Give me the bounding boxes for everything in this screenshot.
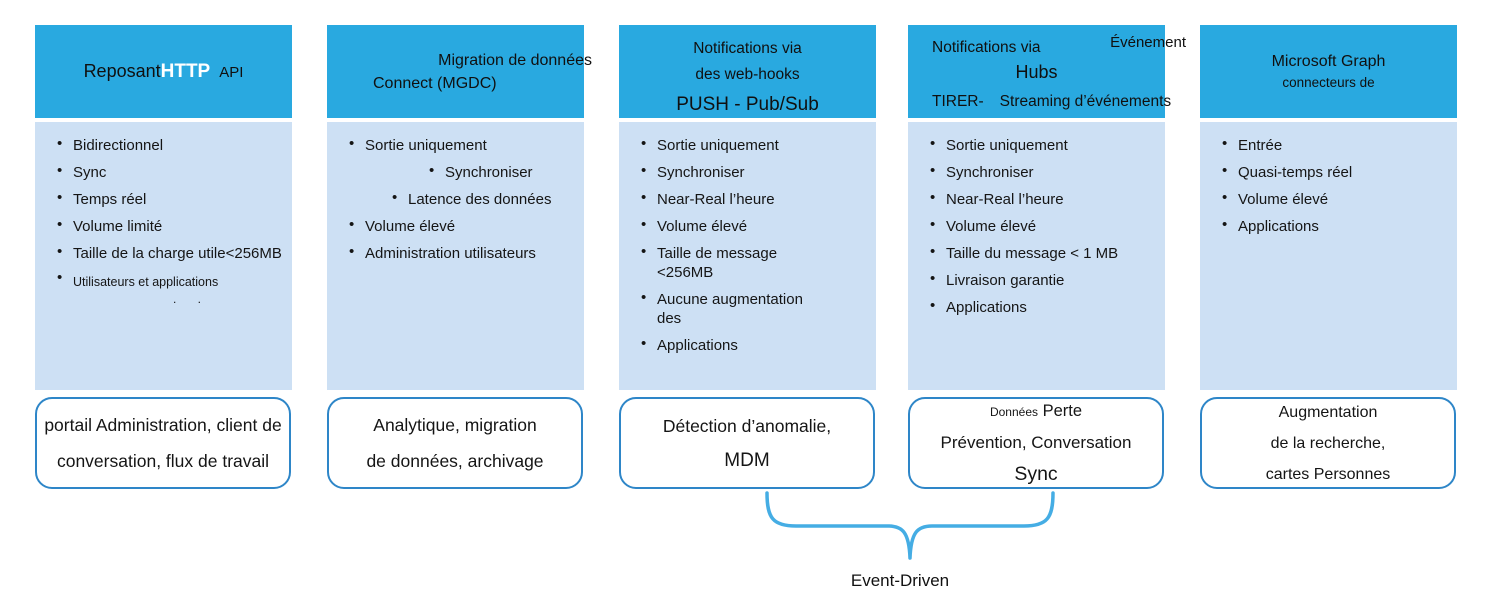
use-case-line: cartes Personnes <box>1265 465 1391 483</box>
list-item: Taille de message <256MB <box>641 242 876 282</box>
list-item: Volume limité <box>57 215 292 236</box>
use-case-line: Sync <box>1014 462 1058 485</box>
list-item: Sortie uniquement <box>641 134 876 155</box>
use-case-line: Données Perte <box>990 397 1082 427</box>
list-item: Volume élevé <box>349 215 584 236</box>
column-body-webhooks: Sortie uniquement Synchroniser Near-Real… <box>619 122 876 390</box>
column-header-webhooks: Notifications via des web-hooks PUSH - P… <box>619 25 876 118</box>
list-item: Entrée <box>1222 134 1457 155</box>
header-tag: Événement <box>1110 34 1186 51</box>
list-item: Livraison garantie <box>930 269 1165 290</box>
column-rest-api: ReposantHTTP API Bidirectionnel Sync Temp… <box>35 25 292 390</box>
header-line-3: TIRER- Streaming d’événements <box>908 90 1171 114</box>
event-driven-label: Event-Driven <box>850 571 950 590</box>
use-case-line: Détection d’anomalie, <box>662 416 832 436</box>
list-item: Applications <box>641 334 876 355</box>
header-text-pull: TIRER- <box>932 93 984 110</box>
column-header-graph: Microsoft Graph connecteurs de <box>1200 25 1457 118</box>
header-line-3: PUSH - Pub/Sub <box>676 94 819 115</box>
use-case-line: portail Administration, client de <box>44 415 282 435</box>
header-text-streaming: Streaming d’événements <box>999 93 1172 110</box>
column-webhooks: Notifications via des web-hooks PUSH - P… <box>619 25 876 390</box>
header-text-post: API <box>219 63 244 81</box>
header-text-highlight: HTTP <box>160 60 211 82</box>
feature-list: Sortie uniquement Synchroniser Latence d… <box>327 134 584 263</box>
list-item: Applications <box>1222 215 1457 236</box>
column-header-event-hubs: Notifications via Événement Hubs TIRER- S… <box>908 25 1186 118</box>
column-header-rest-api: ReposantHTTP API <box>35 25 292 118</box>
list-item: Applications <box>930 296 1165 317</box>
list-item: Administration utilisateurs <box>349 242 584 263</box>
column-body-mgdc: Sortie uniquement Synchroniser Latence d… <box>327 122 584 390</box>
list-item: Bidirectionnel <box>57 134 292 155</box>
header-line-1: Microsoft Graph <box>1271 52 1386 70</box>
list-item: Aucune augmentation des <box>641 288 876 328</box>
use-case-box-webhooks: Détection d’anomalie, MDM <box>619 397 875 489</box>
header-text-pre: Reposant <box>83 60 161 81</box>
list-item: Taille du message < 1 MB <box>930 242 1165 263</box>
use-case-line: Analytique, migration <box>373 415 537 435</box>
list-item: Taille de la charge utile<256MB <box>57 242 292 263</box>
header-line-1: Notifications via <box>932 39 1041 56</box>
feature-list: Sortie uniquement Synchroniser Near-Real… <box>908 134 1165 317</box>
list-item: Synchroniser <box>349 161 584 182</box>
feature-list: Sortie uniquement Synchroniser Near-Real… <box>619 134 876 355</box>
use-case-box-rest: portail Administration, client de conver… <box>35 397 291 489</box>
column-event-hubs: Notifications via Événement Hubs TIRER- S… <box>908 25 1186 390</box>
brace-icon <box>765 491 1055 560</box>
list-item: Synchroniser <box>930 161 1165 182</box>
use-case-line: conversation, flux de travail <box>56 451 270 471</box>
header-title: ReposantHTTP API <box>35 61 292 83</box>
list-item: Temps réel <box>57 188 292 209</box>
list-item: Sync <box>57 161 292 182</box>
header-line-1: Migration de données <box>438 51 592 69</box>
column-body-event-hubs: Sortie uniquement Synchroniser Near-Real… <box>908 122 1165 390</box>
list-item: Sortie uniquement <box>349 134 584 155</box>
stray-dots: . . <box>173 292 211 306</box>
list-item: Volume élevé <box>930 215 1165 236</box>
column-body-rest-api: Bidirectionnel Sync Temps réel Volume li… <box>35 122 292 390</box>
list-item: Volume élevé <box>1222 188 1457 209</box>
use-case-box-mgdc: Analytique, migration de données, archiv… <box>327 397 583 489</box>
feature-list: Entrée Quasi-temps réel Volume élevé App… <box>1200 134 1457 236</box>
header-line-2: Hubs <box>1015 62 1058 82</box>
column-mgdc: Migration de données Connect (MGDC) Sort… <box>327 25 592 390</box>
header-line-1: Notifications via <box>693 40 802 57</box>
feature-list: Bidirectionnel Sync Temps réel Volume li… <box>35 134 292 291</box>
column-header-mgdc: Migration de données Connect (MGDC) <box>327 25 592 118</box>
use-case-line: Augmentation <box>1278 403 1378 421</box>
use-case-line: Prévention, Conversation <box>940 432 1132 452</box>
use-case-text: Perte <box>1042 401 1083 420</box>
list-item: Latence des données <box>349 188 584 209</box>
header-line-2: connecteurs de <box>1282 74 1375 90</box>
use-case-line: MDM <box>724 450 770 471</box>
list-item: Quasi-temps réel <box>1222 161 1457 182</box>
column-graph-connectors: Microsoft Graph connecteurs de Entrée Qu… <box>1200 25 1457 390</box>
header-line-2: des web-hooks <box>695 66 800 83</box>
list-item: Utilisateurs et applications <box>57 269 292 291</box>
column-body-graph: Entrée Quasi-temps réel Volume élevé App… <box>1200 122 1457 390</box>
list-item: Volume élevé <box>641 215 876 236</box>
use-case-line: de la recherche, <box>1270 434 1386 452</box>
list-item: Near-Real l’heure <box>641 188 876 209</box>
use-case-box-event-hubs: Données Perte Prévention, Conversation S… <box>908 397 1164 489</box>
list-item: Near-Real l’heure <box>930 188 1165 209</box>
list-item: Sortie uniquement <box>930 134 1165 155</box>
header-line-2: Connect (MGDC) <box>373 74 497 92</box>
use-case-box-graph: Augmentation de la recherche, cartes Per… <box>1200 397 1456 489</box>
use-case-line: de données, archivage <box>366 451 544 471</box>
list-item: Synchroniser <box>641 161 876 182</box>
use-case-text-small: Données <box>989 404 1038 419</box>
